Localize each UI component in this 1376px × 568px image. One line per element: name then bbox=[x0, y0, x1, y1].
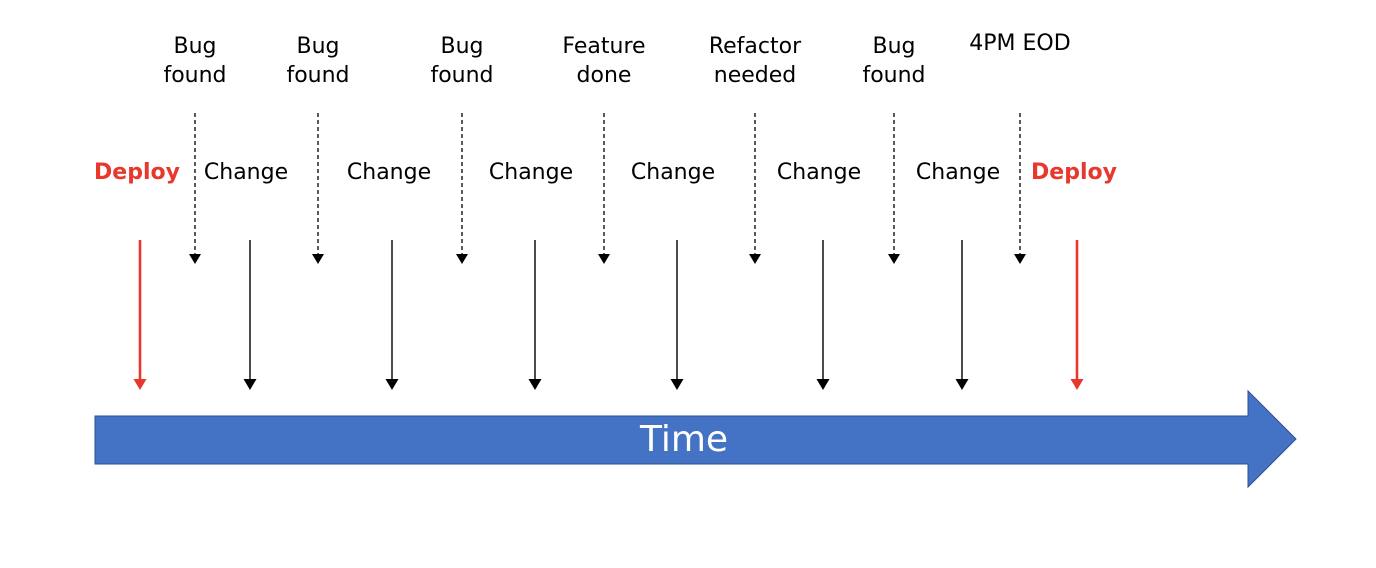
event-label-line: 4PM EOD bbox=[969, 31, 1071, 56]
event-label-2: Bug found bbox=[430, 32, 493, 90]
event-label-1: Bug found bbox=[286, 32, 349, 90]
event-label-4: Refactor needed bbox=[709, 32, 801, 90]
change-arrow-4-head bbox=[670, 379, 684, 390]
event-label-line: found bbox=[862, 63, 926, 88]
deploy-label-0: Deploy bbox=[94, 160, 180, 185]
deploy-arrow-7 bbox=[1070, 240, 1084, 390]
change-label-5: Change bbox=[776, 160, 862, 185]
deploy-arrow-0-head bbox=[133, 379, 147, 390]
change-arrow-5 bbox=[816, 240, 830, 390]
change-arrow-6-head bbox=[955, 379, 969, 390]
change-label-6: Change bbox=[915, 160, 1001, 185]
event-arrow-3-head bbox=[598, 254, 610, 264]
event-arrow-0 bbox=[189, 113, 201, 264]
change-arrow-1-head bbox=[243, 379, 257, 390]
change-arrow-3 bbox=[528, 240, 542, 390]
event-arrow-3 bbox=[598, 113, 610, 264]
event-label-line: Bug bbox=[872, 34, 916, 59]
event-label-line: Feature bbox=[562, 34, 646, 59]
event-label-0: Bug found bbox=[163, 32, 226, 90]
change-label-4: Change bbox=[630, 160, 716, 185]
event-arrow-6-head bbox=[1014, 254, 1026, 264]
change-label-3: Change bbox=[488, 160, 574, 185]
event-arrow-4-head bbox=[749, 254, 761, 264]
event-arrow-0-head bbox=[189, 254, 201, 264]
event-label-6: 4PM EOD bbox=[969, 29, 1070, 58]
event-label-line: found bbox=[286, 63, 350, 88]
event-arrow-5-head bbox=[888, 254, 900, 264]
event-label-5: Bug found bbox=[862, 32, 925, 90]
change-arrow-6 bbox=[955, 240, 969, 390]
change-arrow-4 bbox=[670, 240, 684, 390]
event-arrow-2 bbox=[456, 113, 468, 264]
event-label-line: done bbox=[576, 63, 632, 88]
change-arrow-3-head bbox=[528, 379, 542, 390]
event-label-line: Bug bbox=[296, 34, 340, 59]
change-label-2: Change bbox=[346, 160, 432, 185]
change-arrow-5-head bbox=[816, 379, 830, 390]
change-arrow-2-head bbox=[385, 379, 399, 390]
event-arrow-6 bbox=[1014, 113, 1026, 264]
event-arrow-5 bbox=[888, 113, 900, 264]
event-label-line: Refactor bbox=[708, 34, 802, 59]
time-arrow bbox=[94, 389, 1297, 489]
time-label: Time bbox=[639, 419, 729, 460]
event-label-line: found bbox=[163, 63, 227, 88]
deploy-label-7: Deploy bbox=[1031, 160, 1117, 185]
deploy-arrow-0 bbox=[133, 240, 147, 390]
arrows-layer bbox=[133, 113, 1084, 390]
change-arrow-2 bbox=[385, 240, 399, 390]
event-label-line: Bug bbox=[440, 34, 484, 59]
event-arrow-2-head bbox=[456, 254, 468, 264]
change-arrow-1 bbox=[243, 240, 257, 390]
event-label-line: found bbox=[430, 63, 494, 88]
event-label-line: Bug bbox=[173, 34, 217, 59]
deploy-arrow-7-head bbox=[1070, 379, 1084, 390]
event-arrow-1-head bbox=[312, 254, 324, 264]
event-label-line: needed bbox=[713, 63, 797, 88]
event-arrow-1 bbox=[312, 113, 324, 264]
event-arrow-4 bbox=[749, 113, 761, 264]
event-label-3: Feature done bbox=[562, 32, 645, 90]
change-label-1: Change bbox=[203, 160, 289, 185]
